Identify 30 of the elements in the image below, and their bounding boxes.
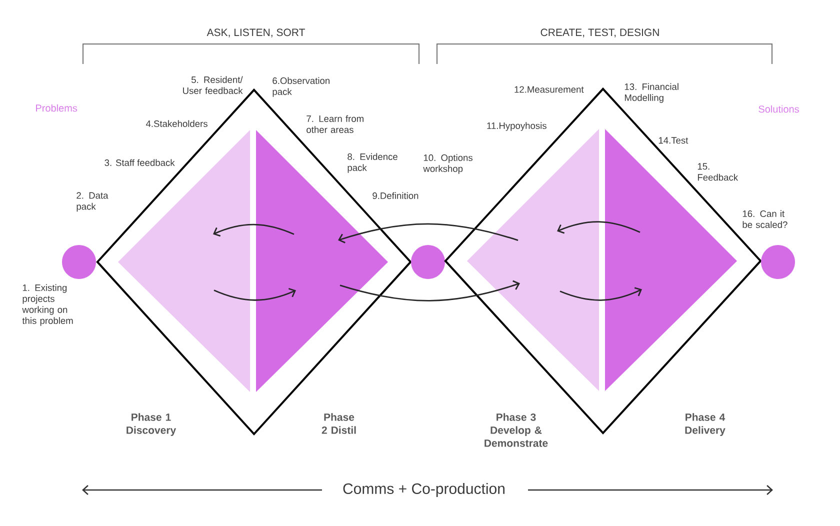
step-label: 3. Staff feedback bbox=[104, 159, 175, 166]
step-label: 12.Measurement bbox=[514, 86, 584, 93]
curved-arrow bbox=[338, 223, 518, 244]
step-label: 6.Observation pack bbox=[272, 77, 330, 97]
step-label: 5. Resident/ User feedback bbox=[183, 76, 243, 94]
circle-node bbox=[761, 245, 795, 279]
step-label: 15. Feedback bbox=[698, 163, 738, 181]
step-label: 8. Evidence pack bbox=[348, 153, 398, 173]
phase-label: Phase 4 Delivery bbox=[685, 413, 726, 436]
curved-arrow bbox=[213, 224, 294, 237]
header-label: CREATE, TEST, DESIGN bbox=[540, 28, 659, 38]
curved-arrow bbox=[340, 280, 520, 302]
step-label: 14.Test bbox=[658, 137, 688, 144]
step-label: 7. Learn from other areas bbox=[306, 115, 364, 133]
triangle-half bbox=[118, 130, 250, 392]
header-label: ASK, LISTEN, SORT bbox=[206, 28, 305, 38]
circle-node bbox=[411, 245, 445, 279]
step-label: 16. Can it be scaled? bbox=[742, 210, 788, 228]
banner-label: Comms + Co-production bbox=[343, 483, 504, 497]
step-label: 9.Definition bbox=[372, 192, 418, 200]
side-label: Problems bbox=[36, 104, 78, 112]
phase-label: Phase 1 Discovery bbox=[126, 413, 176, 436]
curved-arrow bbox=[557, 221, 640, 234]
triangle-half bbox=[605, 128, 737, 391]
step-label: 11.Hypoyhosis bbox=[487, 122, 546, 131]
curved-arrow bbox=[560, 287, 642, 301]
step-label: 10. Options workshop bbox=[423, 154, 472, 174]
step-label: 13. Financial Modelling bbox=[624, 83, 678, 103]
circle-node bbox=[62, 245, 96, 279]
curved-arrow bbox=[214, 288, 296, 301]
